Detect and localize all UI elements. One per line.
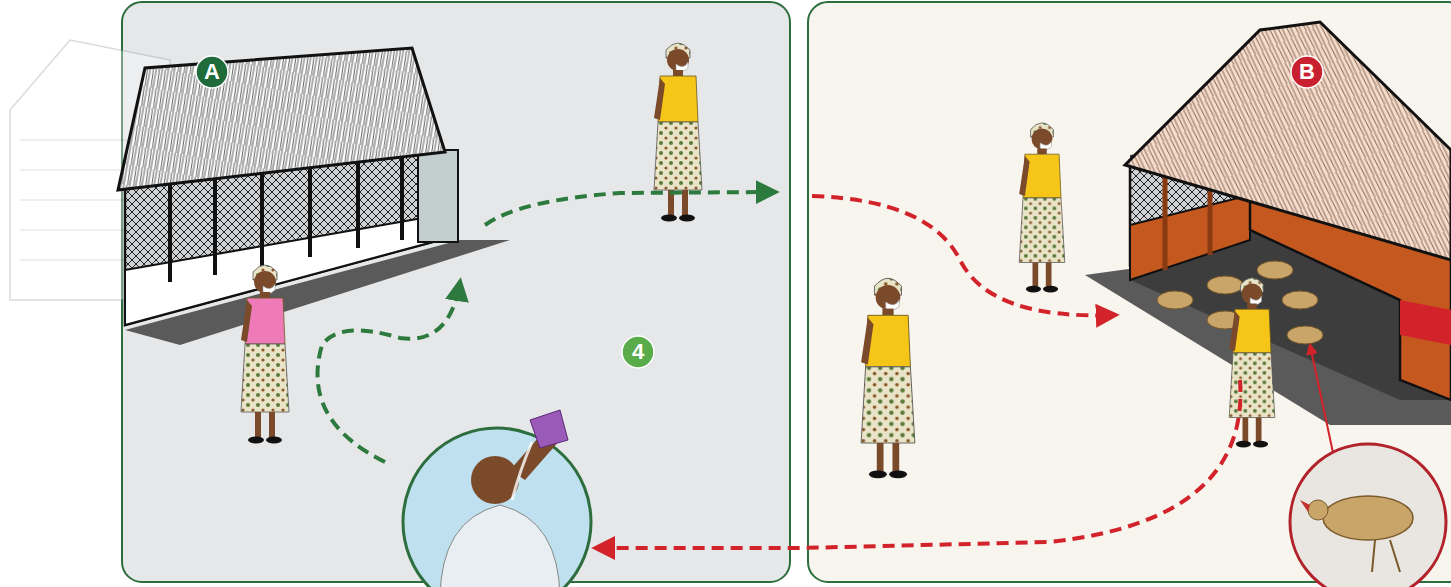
clean-house — [118, 48, 510, 345]
label-text: B — [1299, 61, 1315, 83]
route-arrow — [485, 192, 775, 225]
panel-letter: A — [195, 55, 229, 89]
route-arrow — [812, 196, 1115, 315]
leader-line — [1310, 345, 1335, 462]
farmer — [861, 278, 915, 478]
panel-letter: B — [1290, 55, 1324, 89]
farmer — [1019, 123, 1065, 293]
label-text: 4 — [632, 341, 644, 363]
step-number: 4 — [621, 335, 655, 369]
farmer — [241, 265, 289, 444]
route-arrow — [596, 380, 1240, 548]
label-text: A — [204, 61, 220, 83]
shower-callout — [403, 410, 591, 587]
dead-chicken-callout — [1290, 444, 1446, 587]
route-arrow — [317, 282, 460, 462]
